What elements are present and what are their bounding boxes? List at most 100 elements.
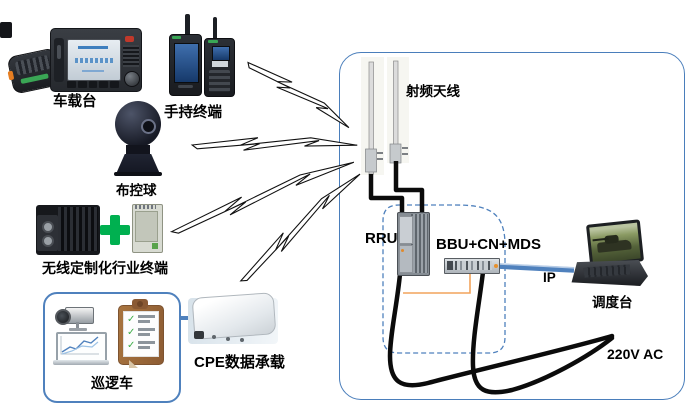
handheld-body <box>169 34 202 96</box>
connector-port <box>42 221 54 233</box>
camera-base <box>116 154 160 174</box>
cpe-panel <box>191 292 277 340</box>
clipboard-clip-dot <box>137 301 143 307</box>
cctv-camera-icon <box>55 300 95 332</box>
dispatch-laptop-icon <box>570 219 650 292</box>
cpe-port <box>212 335 216 339</box>
radio-grille <box>123 45 139 67</box>
bbu-slots <box>455 261 492 270</box>
patrol-car-group: ✓ ✓ ✓ 巡逻车 <box>43 292 181 403</box>
handheld-screen <box>174 43 199 83</box>
rru-bbu-dashed-enclosure <box>382 204 506 354</box>
check-icon: ✓ <box>127 314 136 325</box>
bbu-label: BBU+CN+MDS <box>436 236 542 253</box>
connector-port <box>42 235 54 247</box>
patrol-car-label: 巡逻车 <box>91 375 133 391</box>
chart-lines <box>60 336 99 355</box>
radio-side-button <box>57 45 61 59</box>
radio-side-panel <box>54 38 64 82</box>
bbu-module <box>447 261 453 270</box>
terminal-box-face <box>37 215 58 251</box>
camera-stand <box>76 322 79 328</box>
mic-ptt-button <box>7 70 15 81</box>
terminal-box-fins <box>58 207 98 251</box>
clipboard-page: ✓ ✓ ✓ <box>123 311 159 368</box>
clipboard-icon: ✓ ✓ ✓ <box>118 299 165 368</box>
handheld-keypad <box>209 70 230 92</box>
rf-cable <box>368 174 405 216</box>
ip-link <box>496 263 575 273</box>
ip-label: IP <box>543 270 556 285</box>
wireless-link-icon <box>243 57 356 130</box>
rru-label: RRU <box>365 230 398 247</box>
bbu-led <box>494 264 498 268</box>
rru-fins <box>411 214 428 273</box>
vehicle-station-label: 车载台 <box>53 94 97 110</box>
plus-icon <box>100 215 130 245</box>
cpe-label: CPE数据承载 <box>194 354 285 371</box>
vehicle-radio-icon <box>50 28 142 92</box>
mic-green-stripe <box>20 73 49 85</box>
module-chip <box>152 243 158 249</box>
rru-front-module <box>399 216 413 244</box>
power-cable <box>470 269 615 395</box>
rru-led <box>401 249 404 252</box>
radio-emergency-button <box>125 36 134 42</box>
handheld-display <box>212 61 228 67</box>
power-label: 220V AC <box>607 346 664 362</box>
radio-buttons <box>67 81 119 88</box>
wireless-link-icon <box>191 133 359 153</box>
rf-antenna-label: 射频天线 <box>406 84 460 99</box>
cpe-port <box>226 337 230 341</box>
rru-device-icon <box>397 212 430 276</box>
camera-lens <box>141 119 156 134</box>
wireless-module-icon <box>132 204 163 253</box>
camera-base <box>69 328 87 331</box>
industry-terminal-box-icon <box>36 203 102 257</box>
page-fold <box>129 360 138 368</box>
mic-keypad <box>14 54 51 76</box>
ball-camera-label: 布控球 <box>116 183 157 198</box>
power-cable <box>387 271 615 388</box>
camera-lens <box>55 309 71 325</box>
green-accent <box>208 40 218 43</box>
camera-neck <box>126 145 150 156</box>
antenna-icon <box>185 14 190 36</box>
ip-link-highlight <box>496 263 575 269</box>
industry-terminal-label: 无线定制化行业终端 <box>42 260 168 276</box>
screen-text-line <box>82 70 104 72</box>
screen-text-line <box>78 46 108 49</box>
mic-clip-icon <box>0 22 12 38</box>
laptop-screen <box>585 219 645 267</box>
check-icon: ✓ <box>127 327 136 338</box>
chart-laptop-icon <box>53 332 109 366</box>
laptop-base <box>53 360 109 365</box>
cpe-connector-cap <box>194 331 204 339</box>
handheld-key <box>178 85 193 88</box>
handheld-label: 手持终端 <box>164 105 222 121</box>
camera-base-lip <box>114 172 162 176</box>
green-accent <box>172 36 181 39</box>
radio-knob <box>124 71 140 87</box>
bbu-device-icon <box>444 258 500 274</box>
ball-camera-icon <box>112 98 164 178</box>
check-icon: ✓ <box>127 340 136 351</box>
cpe-port <box>240 338 244 342</box>
cpe-device-icon <box>188 292 280 347</box>
dispatch-console-label: 调度台 <box>592 295 633 310</box>
laptop-screen <box>56 332 107 362</box>
handheld-smartphone-icon <box>169 14 202 96</box>
rf-cable <box>393 161 425 216</box>
screen-image <box>589 222 641 264</box>
handheld-radio-icon <box>204 17 235 97</box>
antenna-icon <box>213 17 217 40</box>
handheld-screen <box>212 46 230 61</box>
rru-bbu-link <box>403 272 471 294</box>
handheld-body <box>204 38 235 97</box>
screen-waveform <box>75 58 113 63</box>
radio-screen <box>67 39 121 81</box>
module-shield <box>135 211 158 242</box>
rru-front-module <box>399 245 413 273</box>
